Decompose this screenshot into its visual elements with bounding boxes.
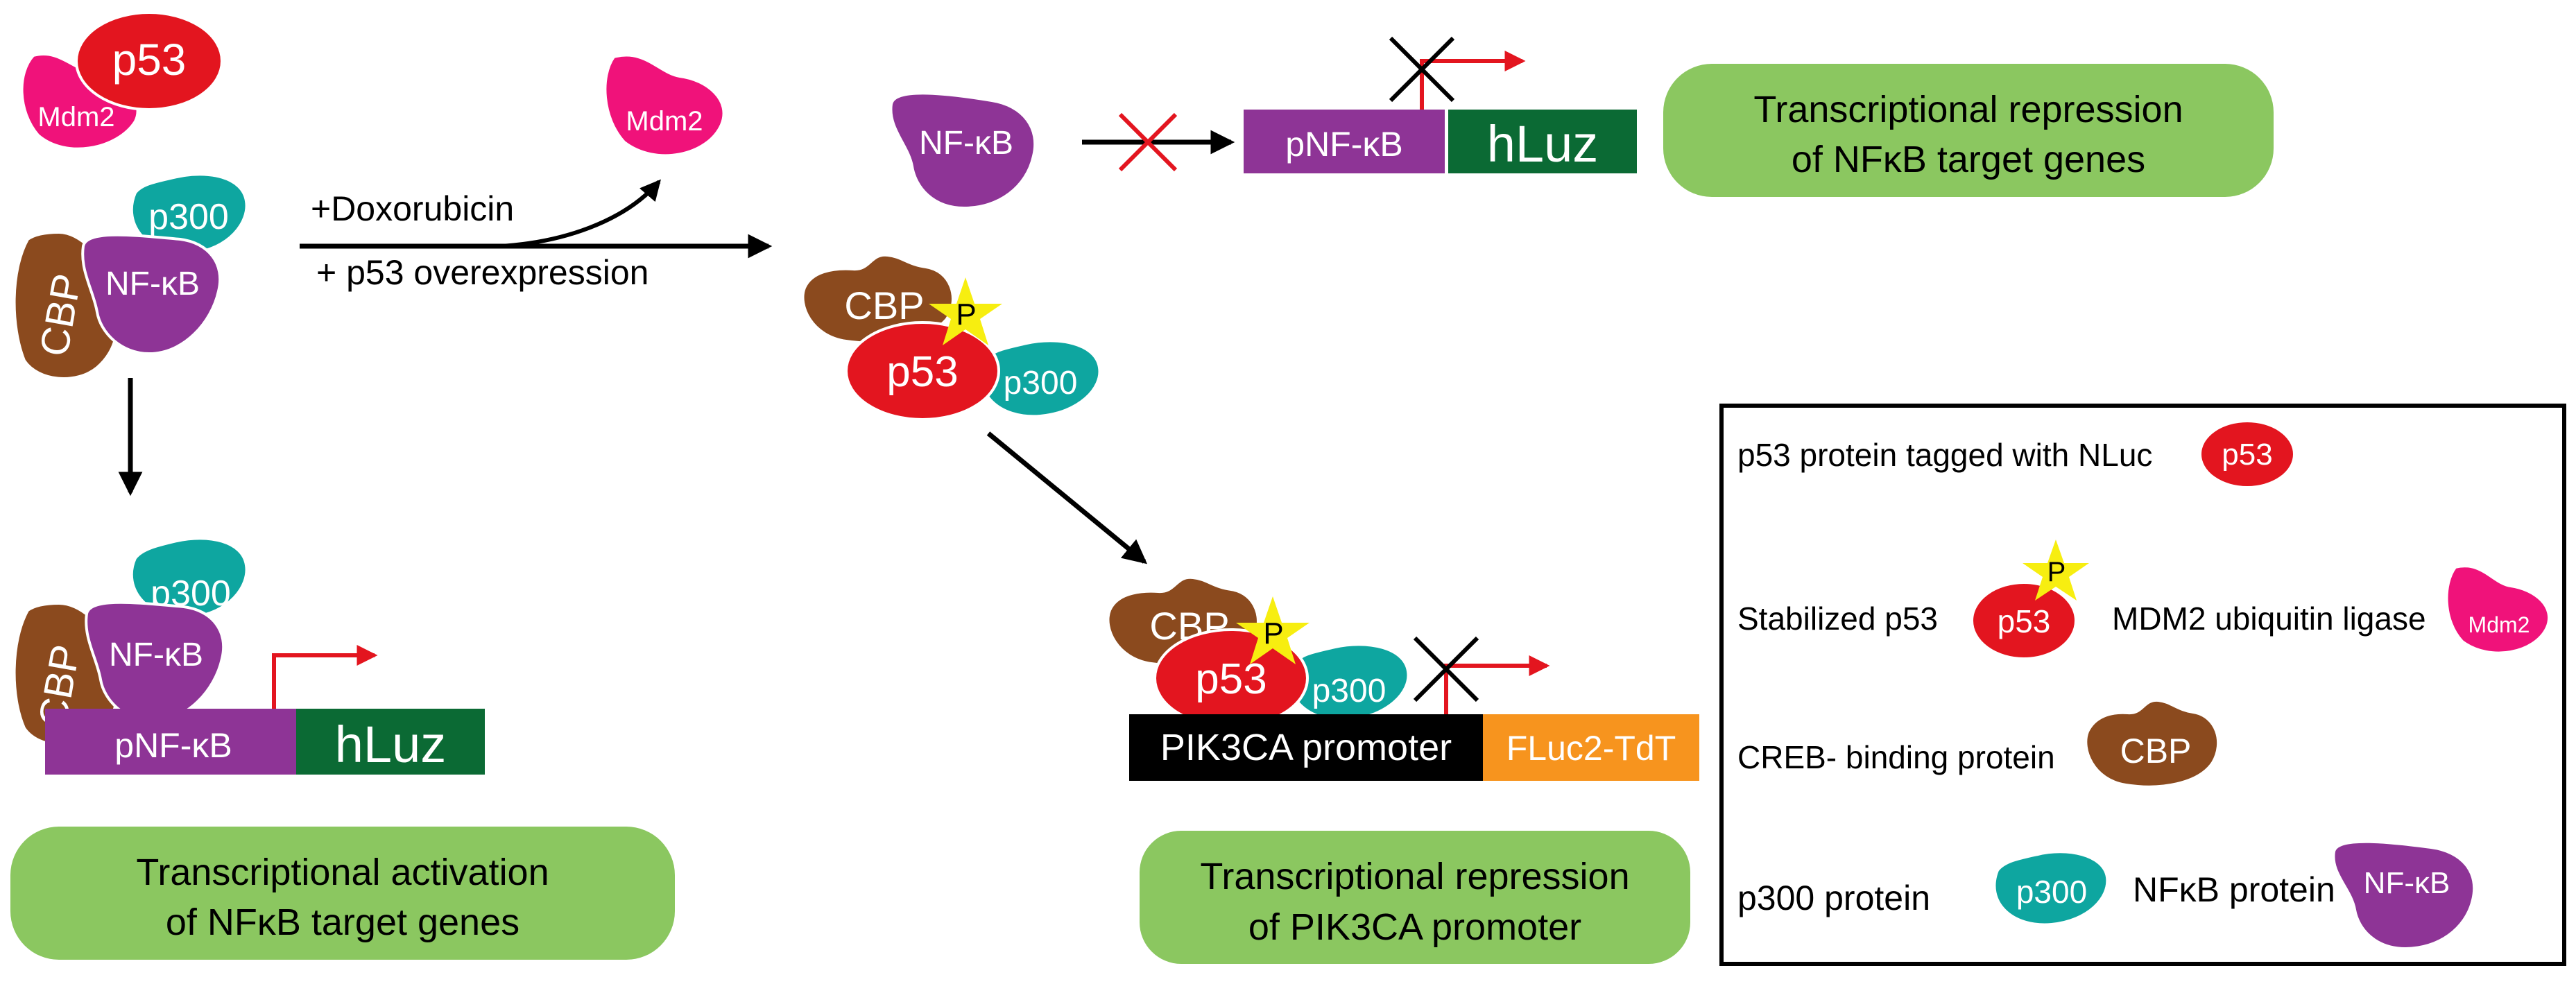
p300-shape-4 [1288, 643, 1410, 722]
hluz-reporter-box [296, 709, 485, 775]
legend: p53 protein tagged with NLuc p53 Stabili… [1719, 404, 2566, 966]
svg-text:CBP: CBP [2120, 732, 2192, 770]
fluc2-reporter-box [1483, 714, 1699, 781]
cbp-shape-3 [801, 253, 954, 345]
hluz-reporter-box-2 [1448, 110, 1637, 173]
legend-creb: CREB- binding protein [1737, 739, 2055, 775]
svg-text:of PIK3CA promoter: of PIK3CA promoter [1248, 906, 1581, 948]
outcome-activation-box: Transcriptional activation of NFκB targe… [10, 827, 675, 960]
p53-shape-3 [845, 321, 1000, 421]
phospho-star [929, 277, 1002, 345]
legend-mdm2: MDM2 ubiquitin ligase [2112, 601, 2426, 637]
legend-p53-tagged: p53 protein tagged with NLuc [1737, 437, 2152, 473]
pik3ca-promoter-box [1129, 714, 1483, 781]
phospho-label: P [956, 297, 976, 331]
nfkb-shape-free [889, 92, 1037, 210]
transcription-start-arrow-3 [1444, 655, 1550, 714]
p53-shape [75, 11, 223, 111]
legend-p300: p300 protein [1737, 879, 1930, 917]
legend-stabilized-p53-icon [1970, 581, 2077, 660]
p53-label-4: p53 [1195, 655, 1266, 703]
pik3ca-repression: CBP p300 p53 P PIK3CA promoter FLuc2-TdT [1106, 576, 1699, 781]
hluz-reporter-label: hLuz [335, 716, 446, 773]
pnfkb-promoter-label-2: pNF-κB [1285, 125, 1402, 164]
cbp-p300-nfkb-complex: p300 CBP NF-κB [12, 173, 248, 380]
svg-text:p53: p53 [1998, 603, 2051, 639]
pnfkb-promoter-box-2 [1244, 110, 1445, 173]
svg-text:p300: p300 [2016, 874, 2087, 910]
mdm2-shape-released [603, 53, 725, 157]
svg-text:NF-κB: NF-κB [2364, 866, 2450, 900]
nfkb-shape-2 [85, 601, 225, 723]
mdm2-label-released: Mdm2 [626, 106, 703, 137]
legend-phospho-star [2023, 540, 2089, 601]
legend-p53-icon [2199, 420, 2296, 489]
svg-text:Transcriptional activation: Transcriptional activation [136, 852, 549, 893]
nfkb-label: NF-κB [105, 266, 200, 302]
p53-label: p53 [112, 35, 187, 85]
p53-label-3: p53 [886, 348, 958, 396]
legend-nfkb-icon [2332, 840, 2476, 951]
transcription-start-arrow [272, 645, 378, 709]
treatment-doxorubicin: +Doxorubicin [311, 189, 514, 228]
transcription-start-arrow-2 [1420, 51, 1526, 110]
legend-nfkb: NFκB protein [2133, 870, 2335, 909]
nfkb-label-free: NF-κB [919, 125, 1013, 162]
svg-text:Transcriptional repression: Transcriptional repression [1200, 856, 1629, 897]
legend-mdm2-icon [2445, 564, 2551, 655]
nfkb-repression: NF-κB pNF-κB hLuz [889, 36, 1637, 210]
svg-text:of NFκB target genes: of NFκB target genes [166, 901, 520, 943]
svg-text:of NFκB target genes: of NFκB target genes [1792, 139, 2145, 180]
pik3ca-promoter-label: PIK3CA promoter [1160, 727, 1452, 768]
pnfkb-promoter-label: pNF-κB [114, 726, 232, 765]
activation-complex: p300 CBP NF-κB pNF-κB hLuz [12, 537, 485, 775]
hluz-reporter-label-2: hLuz [1487, 115, 1598, 173]
svg-text:Mdm2: Mdm2 [2468, 612, 2530, 637]
svg-text:P: P [2047, 557, 2066, 587]
svg-text:Transcriptional repression: Transcriptional repression [1753, 89, 2183, 130]
legend-p300-icon [1993, 850, 2109, 926]
diagonal-arrow [986, 431, 1148, 564]
legend-cbp-icon [2084, 698, 2220, 788]
p300-label-4: p300 [1312, 673, 1386, 709]
treatment-arrow: +Doxorubicin + p53 overexpression [300, 179, 773, 292]
nfkb-shape [81, 233, 222, 356]
released-mdm2: Mdm2 [603, 53, 725, 157]
mdm2-label: Mdm2 [37, 102, 114, 132]
nfkb-label-2: NF-κB [109, 637, 203, 673]
svg-text:p53: p53 [2222, 438, 2272, 472]
phospho-star-2 [1236, 596, 1310, 664]
cbp-label-3: CBP [844, 284, 924, 327]
p300-shape-3 [979, 339, 1101, 418]
treatment-p53-overexpression: + p53 overexpression [316, 253, 649, 292]
p300-label-3: p300 [1004, 365, 1078, 402]
pnfkb-promoter-box [45, 709, 296, 775]
stabilized-p53-complex: CBP p300 p53 P [801, 253, 1101, 421]
mdm2-p53-complex: Mdm2 p53 [20, 11, 223, 150]
fluc2-reporter-label: FLuc2-TdT [1506, 729, 1676, 768]
p300-label: p300 [148, 197, 229, 237]
legend-stabilized-p53: Stabilized p53 [1737, 601, 1938, 637]
phospho-label-2: P [1263, 616, 1283, 650]
outcome-repression-nfkb-box: Transcriptional repression of NFκB targe… [1663, 64, 2274, 197]
outcome-repression-pik3ca-box: Transcriptional repression of PIK3CA pro… [1140, 831, 1690, 964]
